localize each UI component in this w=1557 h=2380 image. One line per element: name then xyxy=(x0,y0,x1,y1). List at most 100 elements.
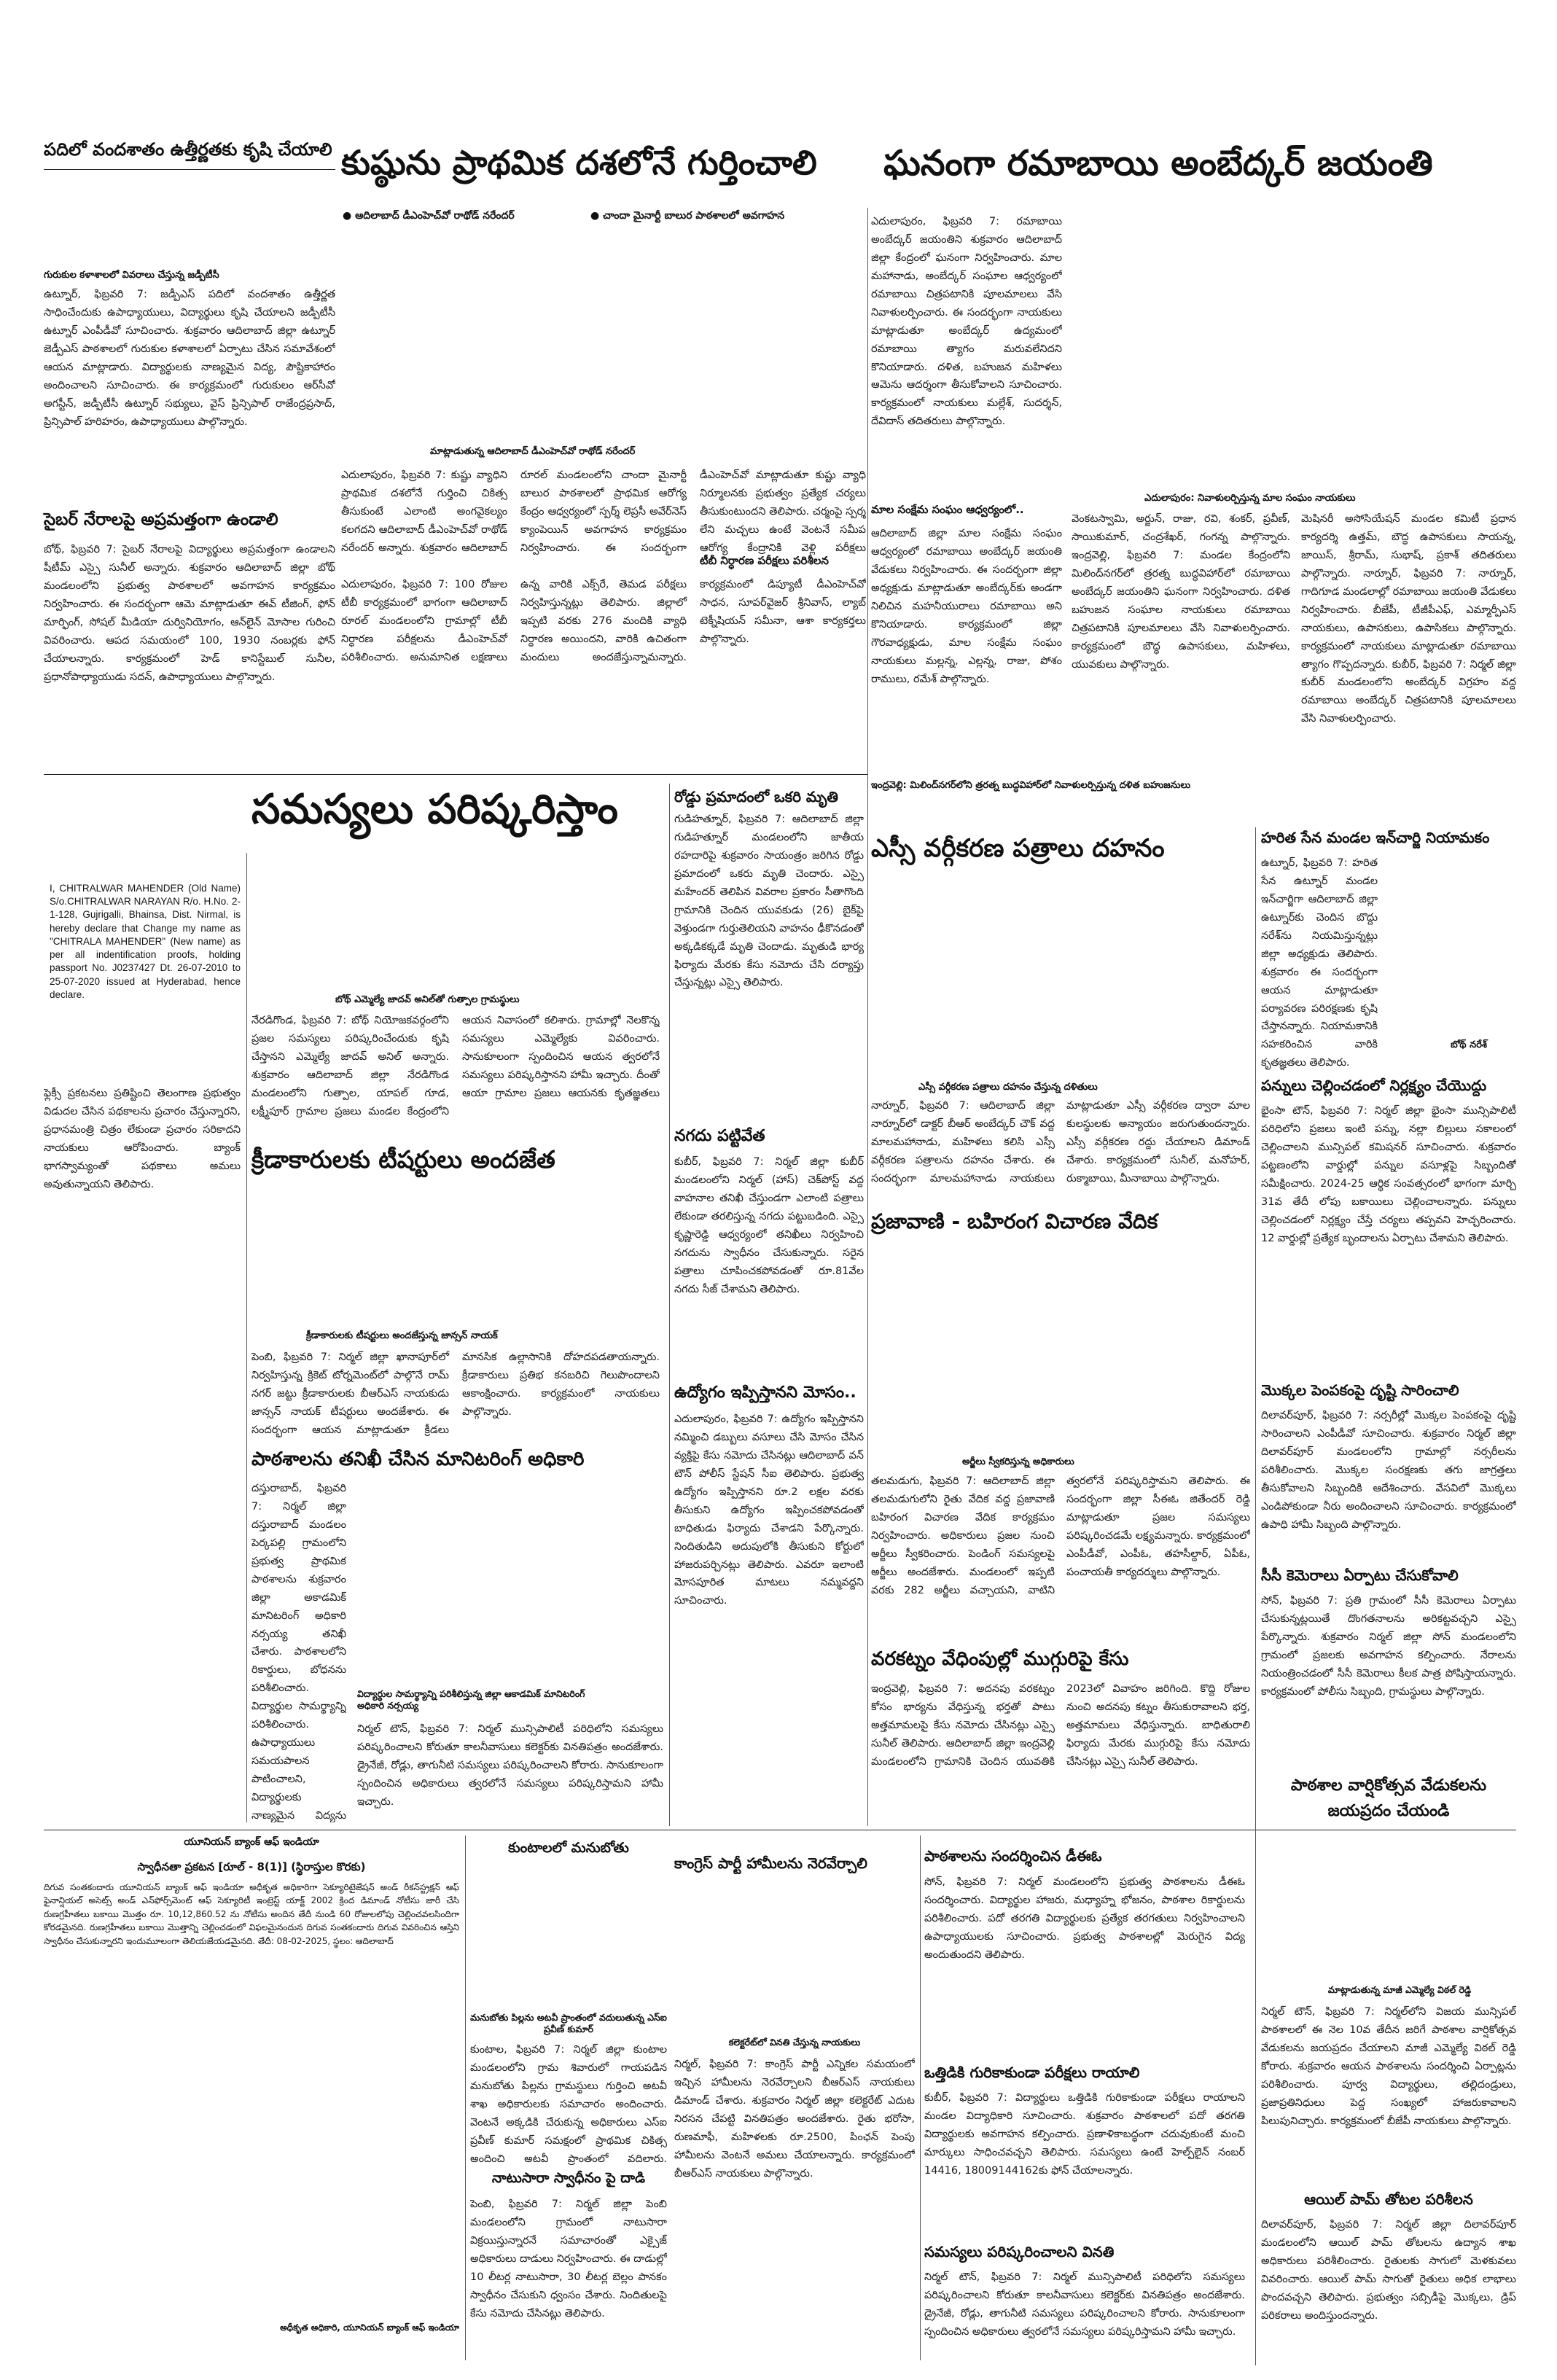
article-body: భైంసా టౌన్, ఫిబ్రవరి 7: నిర్మల్ జిల్లా భ… xyxy=(1261,1105,1516,1244)
article-body: ఫ్లెక్సీ ప్రకటనలు ప్రతిష్టించి తెలంగాణ ప… xyxy=(44,1088,241,1190)
article-body: తలమడుగు, ఫిబ్రవరి 7: ఆదిలాబాద్ జిల్లా తల… xyxy=(871,1475,1250,1596)
photo-caption: అర్జీలు స్వీకరిస్తున్న అధికారులు xyxy=(962,1456,1074,1467)
headline-cc: సీసీ కెమెరాలు ఏర్పాటు చేసుకోవాలి xyxy=(1261,1566,1459,1584)
article-body: బోథ్, ఫిబ్రవరి 7: సైబర్ నేరాలపై విద్యార్… xyxy=(44,544,335,683)
headline-harita: హరిత సేన మండల ఇన్‌చార్జి నియామకం xyxy=(1261,829,1490,846)
article-body: దిలావర్‌పూర్, ఫిబ్రవరి 7: నిర్మల్ జిల్లా… xyxy=(1261,2219,1516,2322)
headline-natusara: నాటుసారా స్వాధీనం పై దాడి xyxy=(491,2170,646,2186)
notice-sign: అధీకృత అధికారి, యూనియన్ బ్యాంక్ ఆఫ్ ఇండి… xyxy=(280,2322,459,2333)
headline-prajavani: ప్రజావాణి - బహిరంగ విచారణ వేదిక xyxy=(871,1209,1158,1233)
photo-caption: విద్యార్థుల సామర్థ్యాన్ని పరిశీలిస్తున్న… xyxy=(357,1688,585,1712)
column-rule xyxy=(669,784,670,1826)
headline-udyogam: ఉద్యోగం ఇప్పిస్తానని మోసం.. xyxy=(674,1384,856,1402)
photo-caption: మాట్లాడుతున్న ఆదిలాబాద్ డీఎంహెచ్‌వో రాథో… xyxy=(430,446,636,457)
headline-pannulu: పన్నులు చెల్లించడంలో నిర్లక్ష్యం చేయొద్ద… xyxy=(1261,1077,1487,1094)
photo-caption: కలెక్టరేట్‌లో వినతి చేస్తున్న నాయకులు xyxy=(728,2037,861,2048)
headline-krida: క్రీడాకారులకు టీషర్టులు అందజేత xyxy=(251,1145,555,1174)
photo-caption: మాట్లాడుతున్న మాజీ ఎమ్మెల్యే విఠల్ రెడ్డ… xyxy=(1327,1984,1472,1995)
column-rule xyxy=(1255,827,1256,2365)
headline-padi: పదిలో వందశాతం ఉత్తీర్ణతకు కృషి చేయాలి xyxy=(44,139,332,160)
article-body: నిర్మల్ టౌన్, ఫిబ్రవరి 7: నిర్మల్ మున్సి… xyxy=(924,2271,1245,2338)
article-body: ఎదులాపురం, ఫిబ్రవరి 7: ఉద్యోగం ఇప్పిస్తా… xyxy=(674,1413,864,1607)
article-text: నిర్మల్ టౌన్, ఫిబ్రవరి 7: నిర్మల్ మున్సి… xyxy=(357,1723,663,1808)
divider xyxy=(44,169,335,170)
photo-caption: బోథ్ నరేశ్ xyxy=(1451,1039,1488,1050)
news-photo xyxy=(1385,854,1516,1037)
article-body: ఉట్నూర్, ఫిబ్రవరి 7: హరిత సేన ఉట్నూర్ మం… xyxy=(1261,857,1378,1069)
article-body: పెంబి, ఫిబ్రవరి 7: నిర్మల్ జిల్లా పెంబి … xyxy=(470,2198,667,2319)
article-body: సోన్, ఫిబ్రవరి 7: నిర్మల్ మండలంలోని ప్రభ… xyxy=(924,1876,1245,1961)
article-body: నార్నూర్, ఫిబ్రవరి 7: ఆదిలాబాద్ జిల్లా న… xyxy=(871,1100,1250,1185)
news-photo xyxy=(251,1185,660,1324)
divider xyxy=(44,774,867,775)
photo-caption: ఎస్సీ వర్గీకరణ పత్రాలు దహనం చేస్తున్న దళ… xyxy=(918,1082,1098,1093)
photo-caption: ఇంద్రవెల్లి: మిలింద్‌నగర్‌లోని త్రరత్న బ… xyxy=(871,780,1191,791)
news-photo xyxy=(1072,211,1516,488)
bank-name: యూనియన్ బ్యాంక్ ఆఫ్ ఇండియా xyxy=(184,1836,319,1848)
headline-congress: కాంగ్రెస్ పార్టీ హామీలను నెరవేర్చాలి xyxy=(674,1854,867,1872)
article-body: కుబీర్, ఫిబ్రవరి 7: విద్యార్థులు ఒత్తిడి… xyxy=(924,2092,1245,2177)
kicker-text: చాందా మైనార్టీ బాలుర పాఠశాలలో అవగాహన xyxy=(603,210,785,222)
article-body: నిర్మల్, ఫిబ్రవరి 7: కాంగ్రెస్ పార్టీ ఎన… xyxy=(674,2059,915,2180)
headline-samasyalu: సమస్యలు పరిష్కరిస్తాం xyxy=(251,786,618,833)
news-photo xyxy=(674,1882,915,2032)
article-body: ఎదులాపురం, ఫిబ్రవరి 7: కుష్టు వ్యాధిని ప… xyxy=(341,469,866,554)
article-body: ఎదులాపురం, ఫిబ్రవరి 7: 100 రోజుల టీబీ కా… xyxy=(341,579,866,663)
article-body: కుబీర్, ఫిబ్రవరి 7: నిర్మల్ జిల్లా కుబీర… xyxy=(674,1156,864,1295)
article-body: దస్తురాబాద్, ఫిబ్రవరి 7: నిర్మల్ జిల్లా … xyxy=(251,1483,346,1822)
column-rule xyxy=(867,208,868,1826)
article-body: మెషినరీ అసోసియేషన్ మండల కమిటీ ప్రధాన కార… xyxy=(1301,513,1516,725)
photo-caption: గురుకుల కళాశాలలో వివరాలు చేస్తున్న జడ్పీ… xyxy=(44,270,219,281)
name-change-notice: I, CHITRALWAR MAHENDER (Old Name) S/o.CH… xyxy=(50,883,241,1000)
column-rule xyxy=(465,1835,466,2360)
headline-ottidi: ఒత్తిడికి గురికాకుండా పరీక్షలు రాయాలి xyxy=(924,2064,1140,2081)
kicker: ● ఆదిలాబాద్ డీఎంహెచ్‌వో రాథోడ్ నరేందర్ xyxy=(343,210,515,224)
news-photo xyxy=(357,1480,663,1684)
article-body: నిర్మల్ టౌన్, ఫిబ్రవరి 7: నిర్మల్‌లోని వ… xyxy=(1261,2006,1516,2127)
headline-road: రోడ్డు ప్రమాదంలో ఒకరి మృతి xyxy=(674,788,838,805)
kicker-text: ఆదిలాబాద్ డీఎంహెచ్‌వో రాథోడ్ నరేందర్ xyxy=(355,210,515,222)
column-rule xyxy=(246,853,247,1822)
news-photo xyxy=(470,1866,667,2008)
news-photo xyxy=(44,179,335,266)
headline-varshikotsavam: పాఠశాల వార్షికోత్సవ వేడుకలను జయప్రదం చేయ… xyxy=(1290,1776,1487,1821)
bullet-icon: ● xyxy=(343,210,352,222)
headline-cyber: సైబర్ నేరాలపై అప్రమత్తంగా ఉండాలి xyxy=(44,510,278,529)
article-body: ఇంద్రవెల్లి, ఫిబ్రవరి 7: అదనపు వరకట్నం క… xyxy=(871,1683,1250,1768)
photo-caption: క్రీడాకారులకు టీషర్టులు అందజేస్తున్న జాన… xyxy=(306,1330,498,1341)
headline-oil-palm: ఆయిల్ పామ్ తోటల పరిశీలన xyxy=(1304,2190,1473,2208)
article-body: నేరడిగొండ, ఫిబ్రవరి 7: బోథ్ నియోజకవర్గంల… xyxy=(251,1015,660,1117)
bullet-icon: ● xyxy=(590,210,600,222)
headline-varakatnam: వరకట్నం వేధింపుల్లో ముగ్గురిపై కేసు xyxy=(871,1648,1129,1670)
photo-caption: మనుబోతు పిల్లను అటవీ ప్రాంతంలో వదులుతున్… xyxy=(470,2012,667,2035)
article-body: ఎదులాపురం, ఫిబ్రవరి 7: రమాబాయి అంబేద్కర్… xyxy=(871,216,1062,428)
article-body: గుడిహత్నూర్, ఫిబ్రవరి 7: ఆదిలాబాద్ జిల్ల… xyxy=(674,814,864,989)
subhead-mala: మాల సంక్షేమ సంఘం ఆధ్వర్యంలో.. xyxy=(871,503,1024,516)
headline-kuntala: కుంటాలలో మనుబోతు xyxy=(508,1840,629,1856)
public-notice: యూనియన్ బ్యాంక్ ఆఫ్ ఇండియా స్వాధీనతా ప్ర… xyxy=(44,1835,459,2360)
notice-text: దిగువ సంతకందారు యూనియన్ బ్యాంక్ ఆఫ్ ఇండి… xyxy=(44,1881,459,1947)
news-photo xyxy=(341,232,866,443)
article-body: సోన్, ఫిబ్రవరి 7: ప్రతి గ్రామంలో సీసీ కె… xyxy=(1261,1595,1516,1698)
headline-kushtu: కుష్ఠును ప్రాథమిక దశలోనే గుర్తించాలి xyxy=(341,143,817,182)
headline-mokkalu: మొక్కల పెంపకంపై దృష్టి సారించాలి xyxy=(1261,1381,1459,1399)
headline-samasyala-vinati: సమస్యలు పరిష్కరించాలని వినతి xyxy=(924,2243,1115,2260)
news-photo xyxy=(1261,1837,1516,1979)
news-photo xyxy=(871,872,1250,1076)
article-body: నిర్మల్ టౌన్, ఫిబ్రవరి 7: నిర్మల్ మున్సి… xyxy=(357,1720,663,1822)
article-body: ఉట్నూర్, ఫిబ్రవరి 7: జడ్పీఎస్ పదిలో వందశ… xyxy=(44,289,335,428)
photo-caption: బోథ్ ఎమ్మెల్యే జాదవ్ అనిల్‌తో గుత్పాల గ్… xyxy=(335,994,520,1005)
photo-caption: ఎదులాపురం: నివాళులర్పిస్తున్న మాల సంఘం న… xyxy=(1144,493,1356,504)
article-body: పెంబి, ఫిబ్రవరి 7: నిర్మల్ జిల్లా ఖానాపూ… xyxy=(251,1351,660,1436)
headline-nagadu: నగదు పట్టివేత xyxy=(674,1127,765,1145)
article-body: వెంకటస్వామి, అర్జున్, రాజు, రవి, శంకర్, … xyxy=(1072,513,1290,671)
headline-paathasala-tanikhi: పాఠశాలను తనిఖీ చేసిన మానిటరింగ్ అధికారి xyxy=(251,1448,585,1470)
headline-deo: పాఠశాలను సందర్శించిన డీఈఓ xyxy=(924,1847,1102,1865)
headline-sc: ఎస్సీ వర్గీకరణ పత్రాలు దహనం xyxy=(871,834,1165,863)
subhead-tb: టీబీ నిర్ధారణ పరీక్షలు పరిశీలన xyxy=(700,554,829,567)
headline-ramabai: ఘనంగా రమాబాయి అంబేద్కర్ జయంతి xyxy=(883,143,1433,184)
kicker: ● చాందా మైనార్టీ బాలుర పాఠశాలలో అవగాహన xyxy=(590,210,784,224)
news-photo xyxy=(251,857,660,991)
article-body: కుంటాల, ఫిబ్రవరి 7: నిర్మల్ జిల్లా కుంటా… xyxy=(470,2044,667,2165)
notice-title: స్వాధీనతా ప్రకటన [రూల్ - 8(1)] (స్థిరాస్… xyxy=(137,1860,366,1874)
